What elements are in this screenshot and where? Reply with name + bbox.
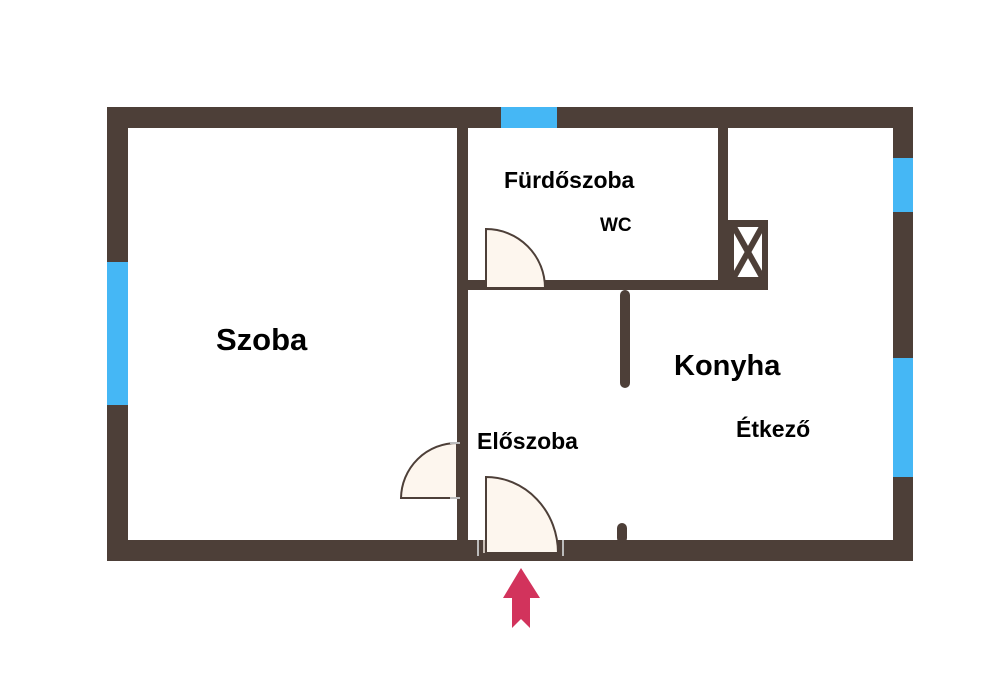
window-kitchen-top (893, 158, 913, 212)
window-kitchen-bottom (893, 358, 913, 477)
door-szoba[interactable] (399, 441, 460, 499)
room-label-wc: WC (600, 215, 632, 236)
entrance-arrow-icon (503, 568, 540, 628)
window-szoba (107, 262, 128, 405)
ventilation-shaft (728, 220, 768, 290)
window-bathroom (501, 107, 557, 128)
room-label-furdoszoba: Fürdőszoba (504, 167, 635, 193)
wall-bottom-stub (617, 523, 627, 543)
wall-szoba-hallway (457, 128, 468, 540)
door-bathroom[interactable] (485, 227, 547, 289)
door-entrance[interactable] (477, 475, 564, 556)
room-label-eloszoba: Előszoba (477, 428, 578, 454)
wall-kitchen-partition (620, 290, 630, 388)
room-label-konyha: Konyha (674, 350, 781, 382)
room-label-szoba: Szoba (216, 322, 308, 357)
room-label-etkezo: Étkező (736, 416, 811, 442)
wall-bathroom-right (718, 128, 728, 290)
